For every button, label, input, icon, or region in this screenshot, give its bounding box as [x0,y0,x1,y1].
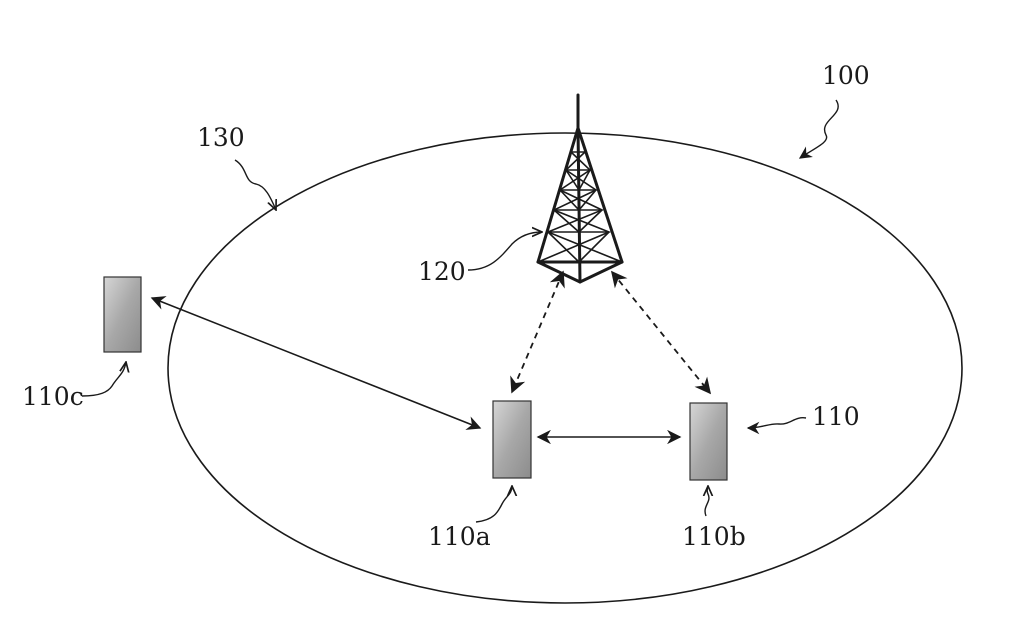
link-tower-110b [610,270,712,395]
label-120: 120 [418,257,466,286]
leader-110 [746,417,807,435]
leader-130 [234,159,276,210]
mobile-device-icon-110b [689,402,728,481]
link-tower-110a [510,270,565,394]
mobile-device-icon-110a [492,400,532,479]
link-110c-110a [150,296,482,430]
label-130: 130 [197,123,245,152]
label-100: 100 [822,61,870,90]
leader-100 [798,99,839,159]
label-110b: 110b [682,522,746,551]
leader-110a [475,486,512,523]
leader-110b [705,486,709,517]
leader-110c [81,362,126,397]
label-110a: 110a [428,522,491,551]
cell-tower-icon [536,93,624,284]
coverage-area-ellipse [167,132,963,604]
leader-120 [467,232,542,271]
label-110: 110 [812,402,860,431]
label-110c: 110c [22,382,84,411]
mobile-device-icon-110c [103,276,142,353]
